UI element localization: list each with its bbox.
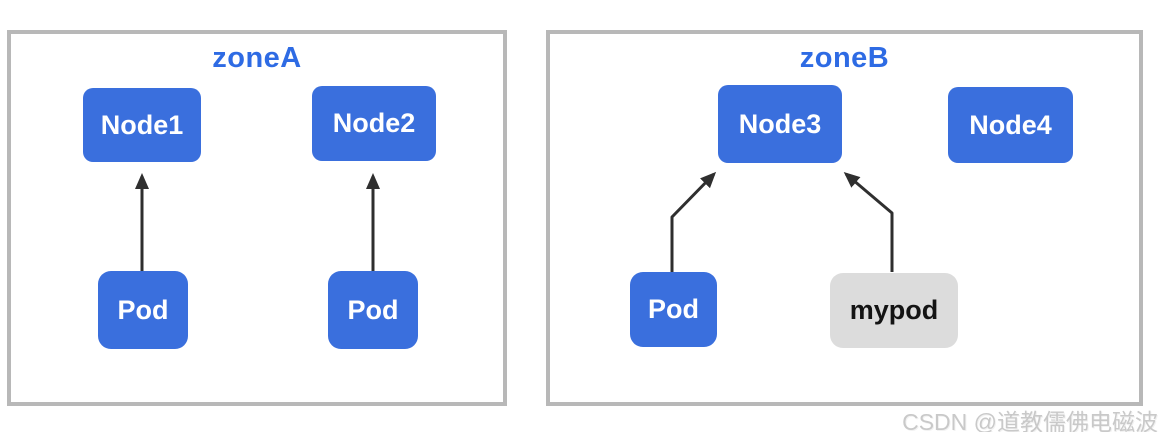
node4-box: Node4 bbox=[948, 87, 1073, 163]
mypod-box: mypod bbox=[830, 273, 958, 348]
zone-a-pod2-box: Pod bbox=[328, 271, 418, 349]
csdn-watermark: CSDN @道教儒佛电磁波 bbox=[902, 409, 1158, 432]
zone-a-title: zoneA bbox=[212, 42, 302, 74]
node3-box: Node3 bbox=[718, 85, 842, 163]
zone-b-title: zoneB bbox=[799, 42, 890, 74]
zone-a-panel: zoneA bbox=[7, 30, 507, 406]
zone-a-pod1-box: Pod bbox=[98, 271, 188, 349]
node1-box: Node1 bbox=[83, 88, 201, 162]
zone-b-pod-box: Pod bbox=[630, 272, 717, 347]
node2-box: Node2 bbox=[312, 86, 436, 161]
